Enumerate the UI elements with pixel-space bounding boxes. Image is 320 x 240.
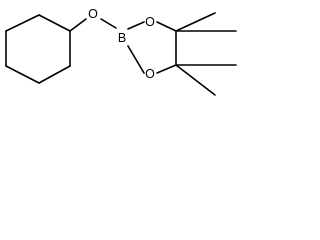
- cyclohexyl-ring: [5, 14, 71, 84]
- ring-oxygen-bottom-label: O: [145, 67, 155, 81]
- ring-bond: [38, 65, 71, 84]
- ring-bond: [5, 65, 40, 84]
- methyl-bond: [175, 12, 216, 32]
- carbon-oxygen-bond: [156, 64, 177, 74]
- ring-oxygen-top-label: O: [145, 15, 155, 29]
- boron-label: B: [118, 31, 126, 45]
- methyl-bond: [175, 64, 216, 96]
- ether-oxygen-label: O: [88, 7, 98, 21]
- carbon-oxygen-bond: [69, 18, 87, 32]
- dioxaborolane-ring: [127, 21, 177, 74]
- methyl-groups: [175, 12, 237, 96]
- oxygen-boron-bond: [100, 18, 117, 29]
- ring-bond: [38, 14, 71, 32]
- boron-oxygen-bond: [127, 21, 145, 30]
- oxygen-boron-bond: [127, 45, 145, 74]
- chemical-structure: O B O O: [5, 7, 237, 96]
- ring-bond: [5, 14, 40, 32]
- oxygen-carbon-bond: [156, 21, 177, 32]
